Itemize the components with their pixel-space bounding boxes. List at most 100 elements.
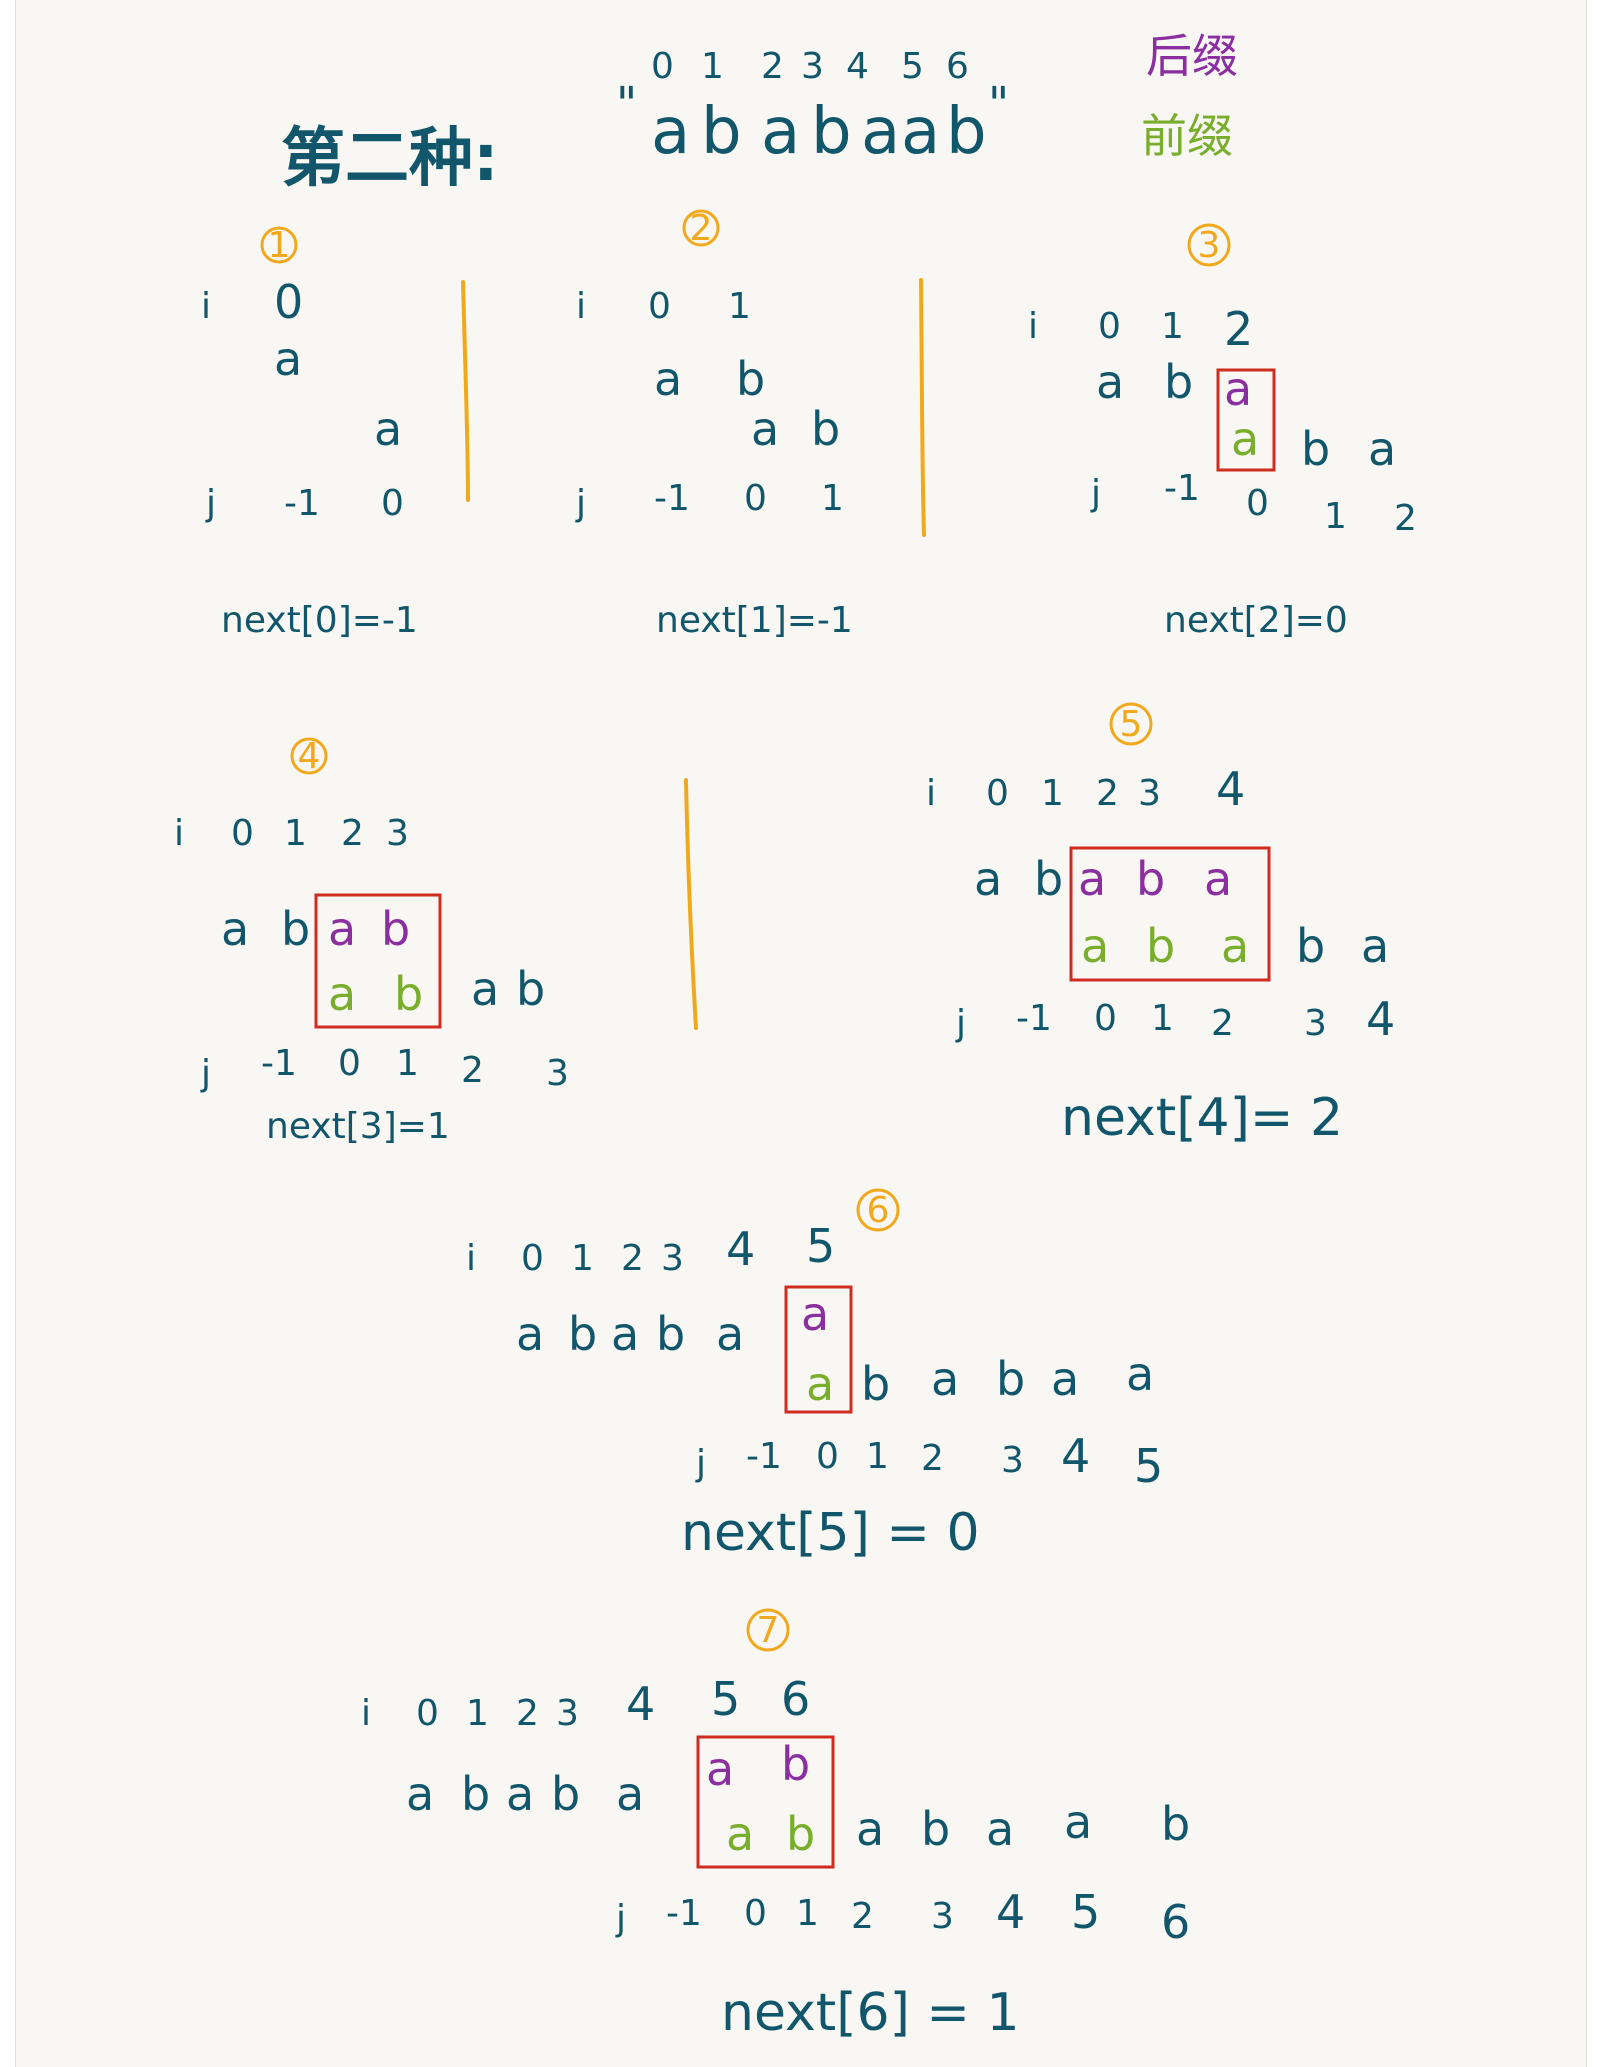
suffix-char: a <box>1078 852 1106 906</box>
step-5: 5 i 0 1 2 3 4 a b a b a a b a b a j -1 0… <box>926 702 1395 1148</box>
i-label: i <box>201 286 211 327</box>
step-1: 1 i 0 a a j -1 0 next[0]=-1 <box>201 225 418 641</box>
j-value: 5 <box>1134 1439 1163 1493</box>
j-value: -1 <box>666 1893 702 1934</box>
step-4: 4 i 0 1 2 3 a b a b a b a b j -1 0 1 2 3… <box>174 736 569 1147</box>
pattern-char-6: b <box>946 95 987 169</box>
pattern-char-0: a <box>651 95 690 169</box>
separator-line <box>684 778 698 1030</box>
pattern-char-5: a <box>901 95 940 169</box>
step-2: 2 i 0 1 a b a b j -1 0 1 next[1]=-1 <box>575 208 853 641</box>
i-label: i <box>1028 306 1038 347</box>
j-value: -1 <box>284 483 320 524</box>
prefix-char: a <box>1231 412 1259 466</box>
j-value: 2 <box>921 1438 944 1479</box>
prefix-char: a <box>806 1357 834 1411</box>
step-number-5: 5 <box>1120 704 1143 745</box>
prefix-char: a <box>1221 919 1249 973</box>
j-value: 0 <box>816 1436 839 1477</box>
i-value: 6 <box>781 1672 810 1726</box>
separator-line <box>461 280 470 502</box>
i-value: 0 <box>986 773 1009 814</box>
top-char: a <box>1096 355 1124 409</box>
bottom-char: b <box>1296 919 1325 973</box>
j-value: 4 <box>1366 992 1395 1046</box>
j-value: 1 <box>1324 496 1347 537</box>
bottom-char: b <box>996 1352 1025 1406</box>
j-value: 0 <box>1094 998 1117 1039</box>
j-value: 5 <box>1071 1885 1100 1939</box>
i-value: 0 <box>521 1238 544 1279</box>
top-char: b <box>551 1767 580 1821</box>
bottom-char: a <box>751 402 779 456</box>
open-quote: " <box>616 77 637 131</box>
bottom-char: b <box>1301 422 1330 476</box>
top-char: a <box>716 1307 744 1361</box>
pattern-char-3: b <box>811 95 852 169</box>
step-result: next[5] = 0 <box>681 1503 980 1563</box>
prefix-char: a <box>726 1807 754 1861</box>
i-value: 2 <box>341 813 364 854</box>
top-char: b <box>461 1767 490 1821</box>
step-result: next[4]= 2 <box>1061 1088 1343 1148</box>
i-value: 0 <box>416 1693 439 1734</box>
index-digit-0: 0 <box>651 46 674 87</box>
index-digit-6: 6 <box>946 46 969 87</box>
step-number-2: 2 <box>690 208 713 249</box>
top-char: a <box>654 352 682 406</box>
index-digit-4: 4 <box>846 46 869 87</box>
step-result: next[0]=-1 <box>221 600 418 641</box>
close-quote: " <box>988 77 1009 131</box>
i-value: 3 <box>556 1693 579 1734</box>
step-marker-1 <box>260 226 298 264</box>
i-value: 4 <box>1216 762 1245 816</box>
top-char: a <box>221 902 249 956</box>
i-label: i <box>926 773 936 814</box>
top-char: a <box>506 1767 534 1821</box>
step-7: 7 i 0 1 2 3 4 5 6 a b a b a a b a b a b … <box>361 1608 1190 2043</box>
j-label: j <box>575 483 586 524</box>
suffix-char: b <box>381 902 410 956</box>
i-value: 5 <box>711 1672 740 1726</box>
i-value: 3 <box>1138 773 1161 814</box>
top-char: b <box>1164 355 1193 409</box>
top-char: a <box>616 1767 644 1821</box>
step-number-3: 3 <box>1198 225 1221 266</box>
step-marker-6 <box>856 1188 900 1232</box>
j-value: 0 <box>338 1043 361 1084</box>
j-label: j <box>955 1003 966 1044</box>
j-value: 2 <box>461 1050 484 1091</box>
i-value: 1 <box>1041 773 1064 814</box>
kmp-next-array-diagram: 第二种: 0 1 2 3 4 5 6 " a b a b a a b " 后缀 … <box>174 29 1417 2043</box>
top-char: b <box>281 902 310 956</box>
bottom-char: a <box>1064 1795 1092 1849</box>
i-label: i <box>174 813 184 854</box>
match-box <box>784 1285 853 1414</box>
i-value: 2 <box>1224 302 1253 356</box>
top-char: b <box>736 352 765 406</box>
bottom-char: a <box>1368 422 1396 476</box>
index-digit-5: 5 <box>901 46 924 87</box>
j-label: j <box>205 483 216 524</box>
bottom-char: a <box>1051 1352 1079 1406</box>
step-result: next[3]=1 <box>266 1106 450 1147</box>
j-value: 2 <box>1211 1003 1234 1044</box>
suffix-char: b <box>781 1737 810 1791</box>
j-value: 0 <box>381 483 404 524</box>
index-digit-row: 0 1 2 3 4 5 6 <box>651 46 969 87</box>
suffix-char: a <box>1204 852 1232 906</box>
suffix-char: a <box>328 902 356 956</box>
j-value: 1 <box>866 1436 889 1477</box>
pattern-char-4: a <box>861 95 900 169</box>
top-char: a <box>516 1307 544 1361</box>
bottom-char: a <box>856 1802 884 1856</box>
prefix-char: b <box>394 967 423 1021</box>
j-value: 1 <box>1151 998 1174 1039</box>
i-label: i <box>466 1238 476 1279</box>
match-box <box>1069 846 1271 982</box>
i-value: 0 <box>231 813 254 854</box>
j-value: 3 <box>1001 1440 1024 1481</box>
j-value: 1 <box>396 1043 419 1084</box>
bottom-char: b <box>921 1802 950 1856</box>
prefix-char: b <box>786 1807 815 1861</box>
